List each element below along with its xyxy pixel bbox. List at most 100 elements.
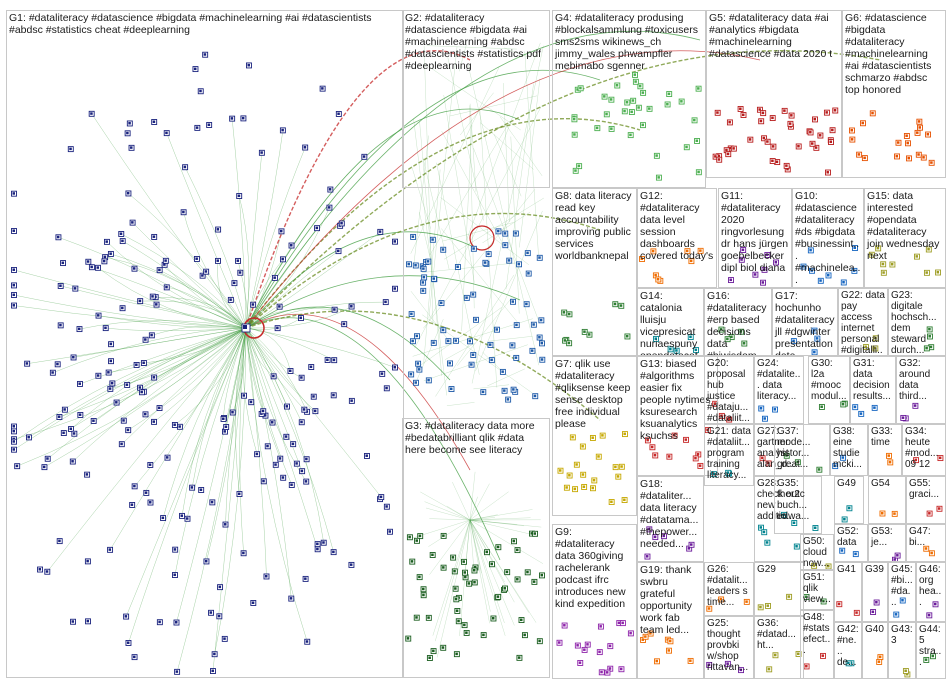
edge: [174, 327, 247, 576]
node-avatar: [840, 549, 844, 552]
node-avatar: [901, 599, 904, 602]
node-avatar: [707, 663, 711, 666]
node-avatar: [290, 244, 293, 247]
node-avatar: [918, 126, 922, 129]
node-avatar: [132, 267, 136, 270]
node-avatar: [448, 361, 451, 365]
node-avatar: [539, 318, 543, 322]
node-avatar: [415, 539, 418, 542]
edge: [469, 519, 490, 624]
node-avatar: [144, 491, 148, 494]
group-label: G13: biased #algorithms easier fix peopl…: [640, 358, 714, 442]
node-avatar: [817, 468, 821, 471]
group-box-g5: G5: #dataliteracy data #ai #analytics #b…: [706, 10, 842, 178]
node-avatar: [924, 547, 928, 550]
node-avatar: [316, 547, 319, 551]
node-avatar: [56, 235, 60, 239]
edge: [412, 318, 533, 357]
node-avatar: [247, 63, 250, 67]
group-box-g1: G1: #dataliteracy #datascience #bigdata …: [6, 10, 404, 678]
node-avatar: [625, 101, 629, 104]
node-avatar: [151, 295, 154, 298]
node-avatar: [740, 258, 743, 261]
node-avatar: [407, 262, 410, 266]
node-avatar: [442, 534, 445, 537]
edge: [245, 313, 471, 471]
node-avatar: [763, 417, 766, 420]
edge: [434, 519, 471, 642]
node-avatar: [503, 232, 507, 235]
edge: [224, 327, 247, 432]
node-avatar: [97, 314, 100, 317]
node-avatar: [771, 116, 774, 120]
node-avatar: [158, 406, 161, 410]
node-avatar: [456, 265, 459, 268]
node-avatar: [503, 243, 507, 247]
group-box-g24: G24: #datalite... data literacy...: [754, 356, 804, 424]
group-box-g20: G20: proposal hub justice #dataju... #da…: [704, 356, 754, 424]
node-avatar: [530, 532, 533, 535]
node-avatar: [464, 575, 467, 579]
edge: [245, 69, 601, 329]
node-avatar: [414, 263, 417, 267]
node-avatar: [193, 67, 197, 71]
node-avatar: [907, 156, 910, 160]
node-avatar: [913, 404, 917, 407]
node-avatar: [914, 458, 918, 462]
node-avatar: [645, 555, 649, 558]
edge: [212, 327, 247, 672]
node-avatar: [876, 246, 880, 250]
node-avatar: [640, 257, 644, 261]
node-avatar: [893, 512, 896, 515]
node-avatar: [765, 541, 769, 544]
node-avatar: [874, 336, 877, 340]
edge: [181, 327, 247, 516]
node-avatar: [152, 120, 156, 123]
group-box-g46: G46: org hea...: [916, 562, 946, 622]
group-box-g35: G35: ther2c buch... edwa...: [774, 476, 822, 534]
group-box-g19: G19: thank swbru grateful opportunity wo…: [637, 562, 704, 679]
edge: [469, 519, 506, 636]
edge: [174, 327, 247, 426]
node-avatar: [859, 412, 863, 415]
node-avatar: [610, 500, 613, 504]
node-avatar: [490, 562, 493, 566]
node-avatar: [841, 456, 845, 459]
node-avatar: [785, 454, 788, 457]
node-avatar: [765, 253, 769, 256]
node-avatar: [841, 402, 845, 406]
edge: [245, 327, 264, 412]
node-avatar: [27, 435, 30, 439]
node-avatar: [785, 164, 788, 167]
node-avatar: [86, 619, 90, 623]
node-avatar: [699, 249, 702, 252]
node-avatar: [572, 117, 576, 121]
node-avatar: [689, 659, 692, 662]
edge: [469, 519, 529, 613]
edge: [110, 253, 247, 329]
edge: [410, 67, 500, 254]
edge: [245, 327, 308, 642]
edge: [245, 327, 305, 410]
node-avatar: [673, 434, 676, 437]
node-avatar: [195, 126, 199, 129]
node-avatar: [719, 597, 723, 601]
node-avatar: [483, 261, 487, 264]
node-avatar: [236, 259, 240, 262]
node-avatar: [726, 662, 729, 665]
node-avatar: [471, 353, 475, 356]
group-box-g45: G45: #bi... #da...: [888, 562, 916, 622]
edge: [105, 327, 247, 332]
edge: [503, 47, 530, 58]
node-avatar: [71, 460, 74, 463]
node-avatar: [726, 471, 730, 474]
edge: [505, 83, 534, 290]
edge: [411, 165, 431, 229]
node-avatar: [491, 616, 495, 620]
node-avatar: [410, 312, 413, 316]
edge: [426, 45, 517, 50]
node-avatar: [380, 372, 384, 375]
group-box-g30: G30: l2a #mooc modul...: [808, 356, 850, 424]
node-avatar: [654, 273, 657, 277]
